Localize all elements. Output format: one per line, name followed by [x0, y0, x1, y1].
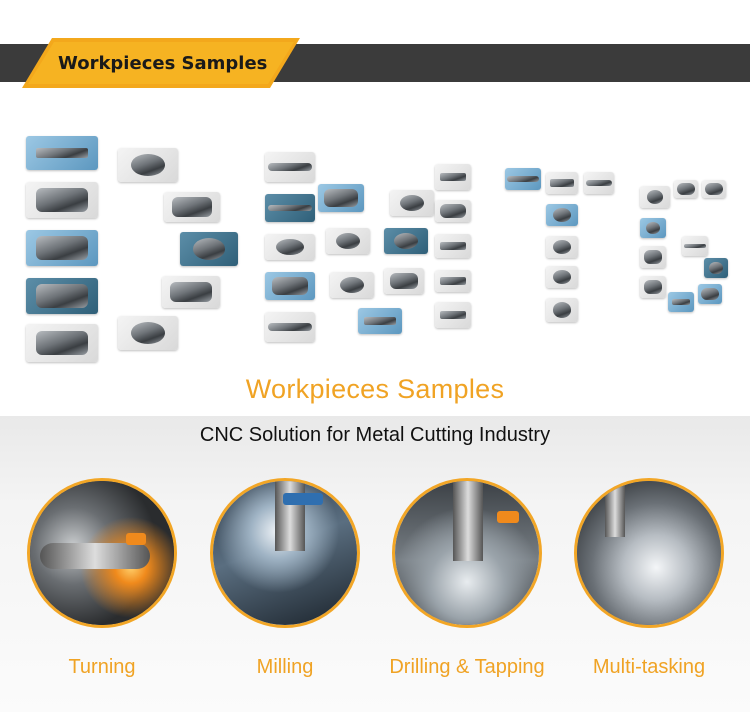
workpiece-image: [164, 192, 220, 222]
workpiece-image: [640, 276, 666, 298]
workpiece-image: [698, 284, 722, 304]
workpiece-image: [265, 152, 315, 182]
process-label-turning: Turning: [68, 656, 136, 678]
workpiece-image: [435, 270, 471, 292]
workpiece-image: [640, 218, 666, 238]
workpiece-image: [390, 190, 434, 216]
workpiece-image: [674, 180, 698, 198]
header-tab: [22, 38, 300, 88]
turning-image: [27, 478, 177, 628]
workpiece-image: [668, 292, 694, 312]
drilling-tapping-image: [392, 478, 542, 628]
workpiece-image: [265, 194, 315, 222]
milling-image: [210, 478, 360, 628]
workpiece-image: [118, 148, 178, 182]
workpiece-image: [26, 278, 98, 314]
workpiece-image: [435, 164, 471, 190]
workpiece-image: [546, 204, 578, 226]
workpiece-image: [26, 230, 98, 266]
workpiece-image: [265, 312, 315, 342]
workpiece-image: [326, 228, 370, 254]
workpiece-image: [265, 234, 315, 260]
workpiece-image: [26, 136, 98, 170]
workpiece-image: [26, 324, 98, 362]
workpiece-image: [435, 234, 471, 258]
workpiece-image: [162, 276, 220, 308]
workpiece-image: [546, 172, 578, 194]
workpiece-image: [505, 168, 541, 190]
workpiece-image: [26, 182, 98, 218]
workpiece-image: [435, 302, 471, 328]
workpiece-image: [640, 246, 666, 268]
workpiece-image: [704, 258, 728, 278]
workpiece-image: [546, 266, 578, 288]
workpiece-image: [546, 298, 578, 322]
workpiece-image: [584, 172, 614, 194]
process-label-milling: Milling: [256, 656, 314, 678]
workpiece-image: [702, 180, 726, 198]
gallery-title: Workpieces Samples: [245, 374, 505, 404]
workpiece-image: [118, 316, 178, 350]
workpiece-image: [435, 200, 471, 222]
workpiece-image: [330, 272, 374, 298]
workpiece-image: [358, 308, 402, 334]
workpiece-image: [180, 232, 238, 266]
workpiece-image: [384, 228, 428, 254]
workpiece-image: [318, 184, 364, 212]
workpiece-image: [640, 186, 670, 208]
process-label-drilling-tapping: Drilling & Tapping: [389, 656, 545, 678]
workpiece-image: [546, 236, 578, 258]
solution-subtitle: CNC Solution for Metal Cutting Industry: [199, 424, 551, 446]
multi-tasking-image: [574, 478, 724, 628]
header-title: Workpieces Samples: [58, 53, 268, 74]
workpiece-image: [682, 236, 708, 256]
workpiece-image: [265, 272, 315, 300]
workpiece-image: [384, 268, 424, 294]
process-label-multi-tasking: Multi-tasking: [592, 656, 706, 678]
